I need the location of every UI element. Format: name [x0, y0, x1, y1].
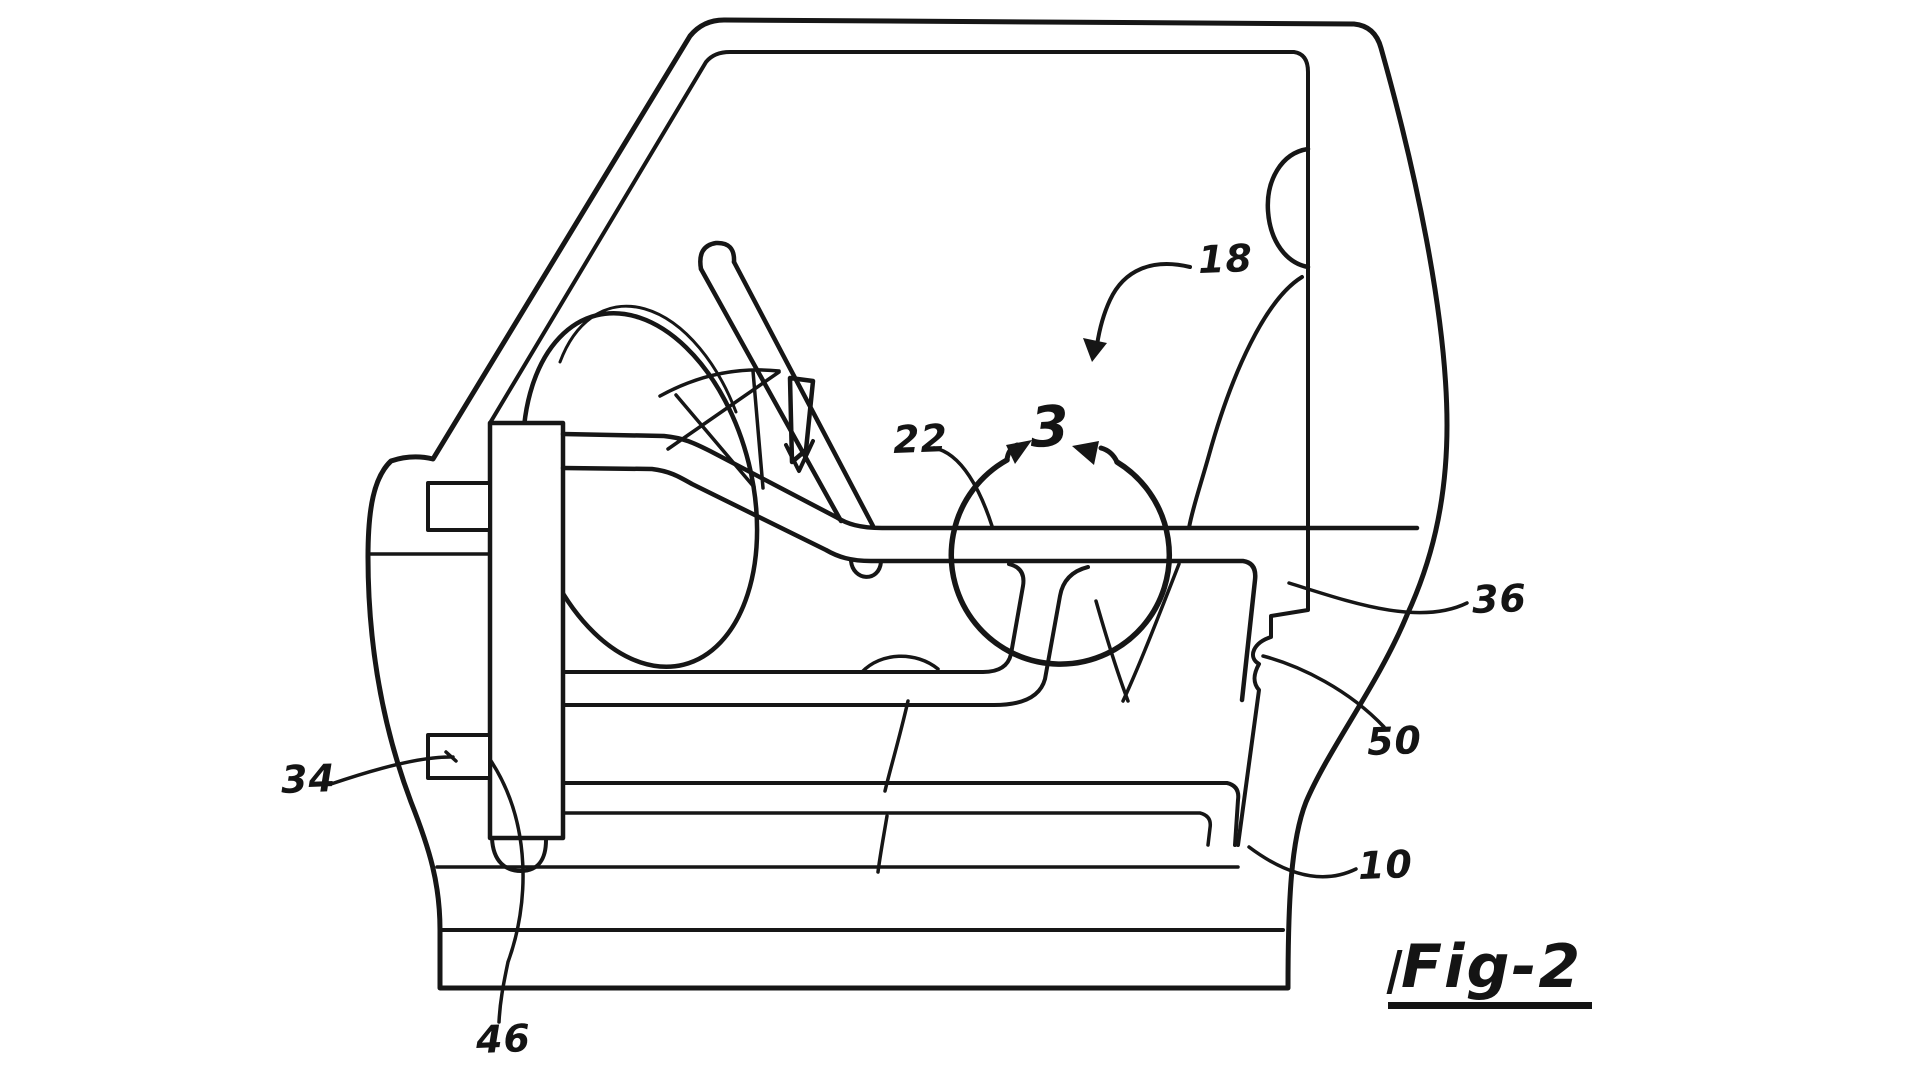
- leader-lines: [329, 262, 1469, 1024]
- column-cap: [698, 240, 737, 272]
- hinge-plate-body: [487, 420, 566, 841]
- ref-label-22: 22: [892, 416, 949, 462]
- leader-18-arrowhead: [1083, 338, 1107, 362]
- upper-bracket: [426, 481, 492, 532]
- hinge-plate-tab: [490, 836, 548, 873]
- ref-label-18: 18: [1197, 236, 1254, 282]
- lower-band-bottom: [561, 811, 1213, 847]
- latch-bracket: [426, 733, 492, 780]
- dashboard-lines: [658, 368, 781, 490]
- figure-caption: Fig-2: [1386, 932, 1593, 1009]
- ref-label-36: 36: [1471, 576, 1528, 622]
- door-outline: [365, 17, 1450, 991]
- headrest: [1265, 146, 1311, 270]
- section-arrowhead-right: [1072, 441, 1099, 465]
- leader-34: [329, 750, 458, 786]
- column-stalk: [787, 375, 816, 465]
- leader-36: [1287, 581, 1469, 615]
- lower-band-top: [561, 781, 1241, 847]
- leader-50: [1261, 654, 1386, 729]
- ref-label-10: 10: [1357, 842, 1414, 888]
- window-frame-inner: [369, 50, 1310, 847]
- ref-label-50: 50: [1366, 718, 1423, 764]
- ref-label-34: 34: [280, 756, 337, 802]
- mid-beam-bottom: [561, 565, 1090, 707]
- seat-back-edge: [1187, 275, 1304, 530]
- steering-column: [698, 240, 876, 529]
- leader-18: [1095, 262, 1192, 347]
- ref-label-46: 46: [475, 1016, 532, 1062]
- door-beams: [560, 431, 1420, 847]
- hinge-plate: [426, 420, 566, 841]
- leader-10: [1247, 845, 1358, 879]
- leader-46: [489, 759, 525, 1024]
- figure-caption-text: Fig-2: [1401, 932, 1583, 1002]
- leader-22: [932, 446, 994, 528]
- ref-label-3: 3: [1028, 393, 1072, 462]
- handle-cup: [849, 559, 883, 579]
- beltline-beam-bottom: [560, 465, 1258, 703]
- section-circle: [948, 440, 1173, 667]
- stalk-check-mark: [784, 439, 815, 473]
- beltline-beam-top: [560, 431, 1420, 531]
- section-arrowhead-left: [1006, 440, 1032, 464]
